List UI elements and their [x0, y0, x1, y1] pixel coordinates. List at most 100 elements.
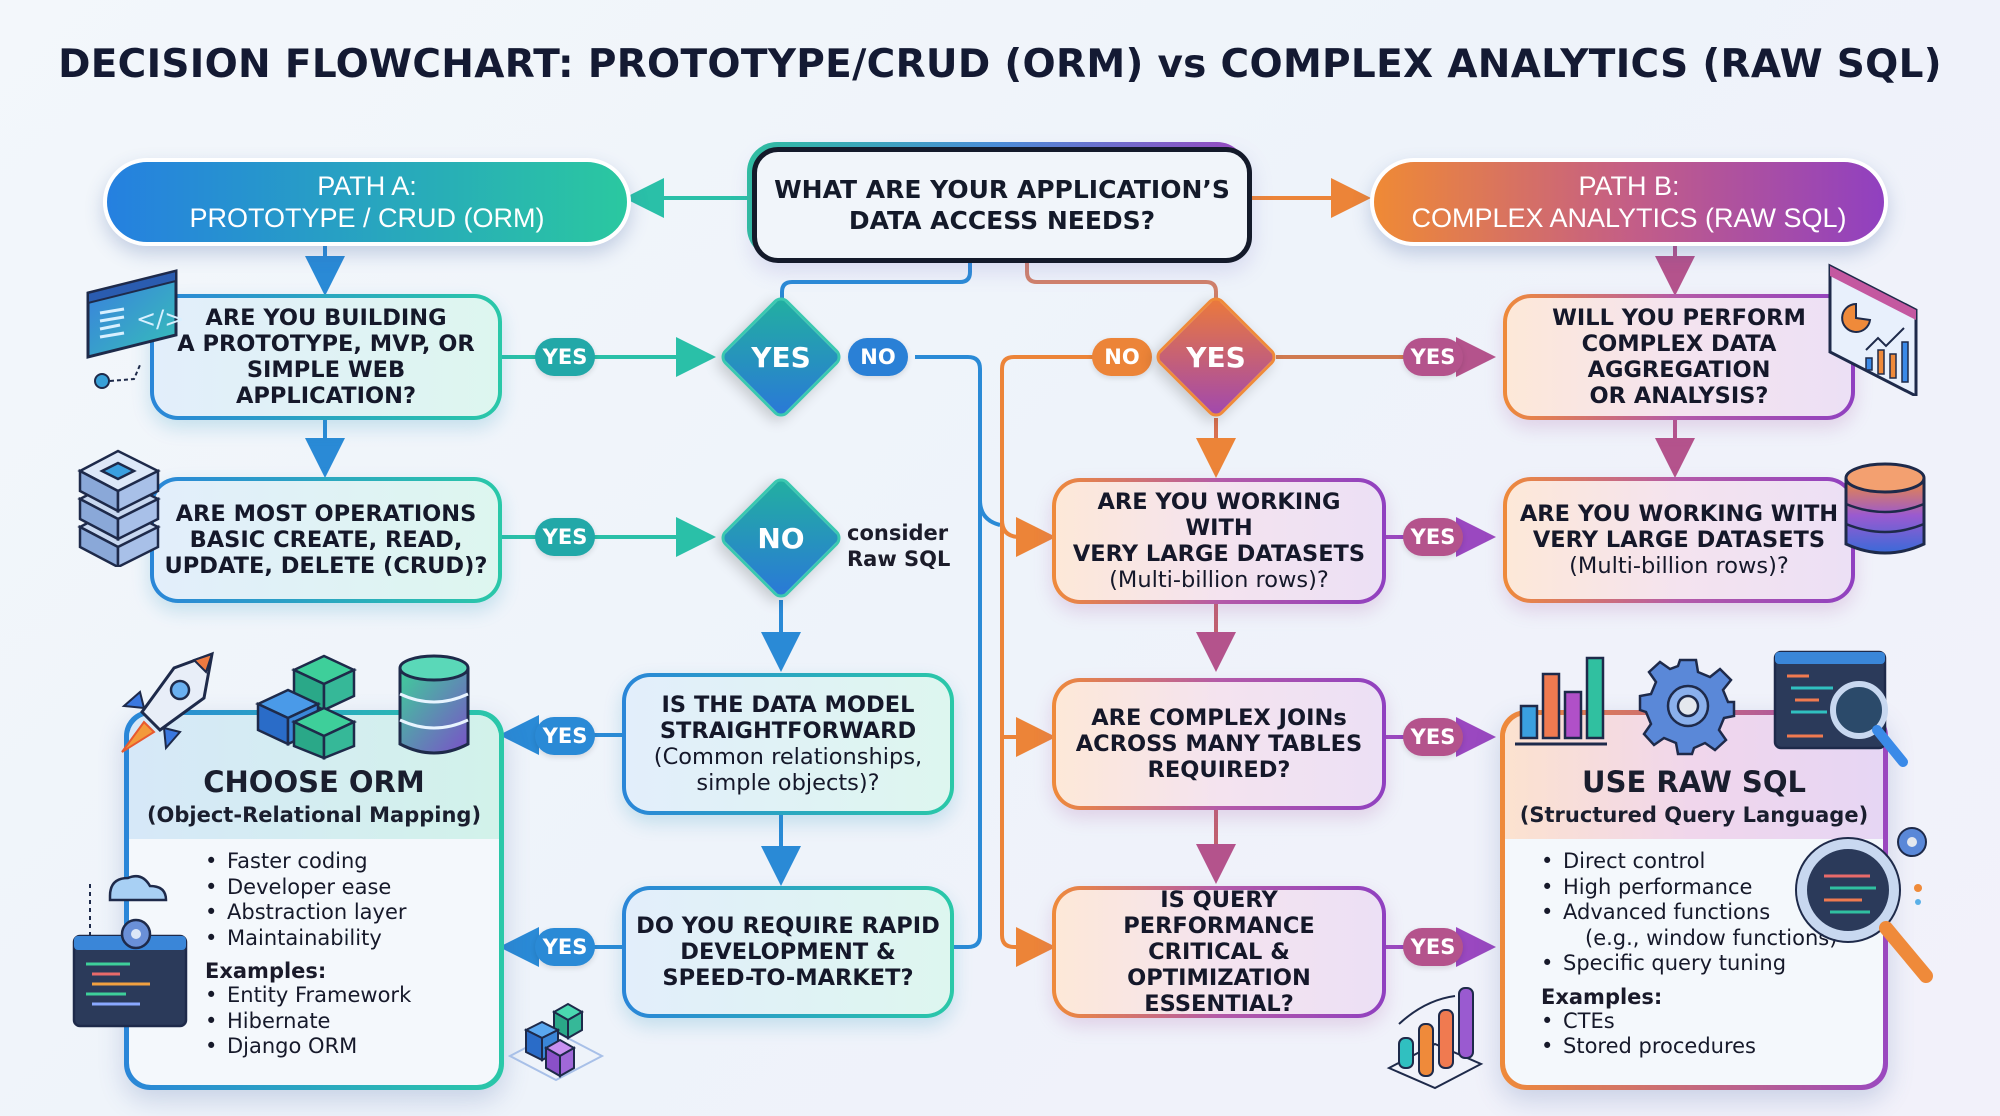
question-query-performance[interactable]: IS QUERY PERFORMANCE CRITICAL & OPTIMIZA… — [1052, 886, 1386, 1018]
example-item: Entity Framework — [205, 983, 499, 1009]
code-window-icon: </> — [86, 269, 184, 389]
example-list: Entity Framework Hibernate Django ORM — [205, 983, 499, 1060]
example-list: CTEs Stored procedures — [1541, 1009, 1883, 1060]
example-item: Hibernate — [205, 1009, 499, 1035]
question-large-datasets-right[interactable]: ARE YOU WORKING WITH VERY LARGE DATASETS… — [1503, 477, 1855, 603]
benefit-item: Faster coding — [205, 849, 499, 875]
path-a-label: PATH A: — [317, 171, 417, 201]
path-b-header[interactable]: PATH B: COMPLEX ANALYTICS (RAW SQL) — [1370, 158, 1888, 246]
svg-text:</>: </> — [136, 305, 184, 333]
examples-label: Examples: — [205, 959, 327, 983]
result-choose-orm[interactable]: CHOOSE ORM (Object-Relational Mapping) F… — [124, 710, 504, 1090]
yes-label: YES — [535, 928, 595, 966]
question-line: STRAIGHTFORWARD — [659, 718, 917, 744]
cloud-gear-code-icon — [72, 875, 188, 1028]
bar-chart-icon — [1515, 656, 1607, 746]
question-line: WILL YOU PERFORM — [1552, 305, 1806, 331]
benefit-list: Faster coding Developer ease Abstraction… — [205, 849, 499, 951]
question-line: ARE MOST OPERATIONS — [175, 501, 477, 527]
question-large-datasets[interactable]: ARE YOU WORKING WITH VERY LARGE DATASETS… — [1052, 478, 1386, 604]
result-title: USE RAW SQL — [1582, 765, 1806, 799]
result-use-raw-sql[interactable]: USE RAW SQL (Structured Query Language) … — [1500, 710, 1888, 1090]
diamond-label: NO — [757, 521, 805, 555]
benefit-list: Direct control High performance Advanced… — [1541, 849, 1883, 977]
question-line: SIMPLE WEB APPLICATION? — [235, 357, 416, 409]
root-question-line-2: DATA ACCESS NEEDS? — [848, 206, 1156, 235]
benefit-item: Direct control — [1541, 849, 1883, 875]
note-line: consider — [847, 521, 949, 545]
question-subline: simple objects)? — [696, 770, 880, 796]
yes-label: YES — [535, 338, 595, 376]
no-label: NO — [1092, 338, 1152, 376]
decision-diamond-no[interactable]: NO — [717, 474, 845, 602]
diamond-label: YES — [751, 340, 811, 374]
building-blocks-icon — [255, 654, 357, 760]
no-label: NO — [848, 338, 908, 376]
question-line: ARE COMPLEX JOINs — [1091, 705, 1347, 731]
question-prototype[interactable]: ARE YOU BUILDING A PROTOTYPE, MVP, OR SI… — [150, 294, 502, 420]
examples-label: Examples: — [1541, 984, 1663, 1009]
question-rapid-development[interactable]: DO YOU REQUIRE RAPID DEVELOPMENT & SPEED… — [622, 886, 954, 1018]
diamond-label: YES — [1186, 340, 1246, 374]
question-subline: (Multi-billion rows)? — [1569, 553, 1789, 579]
root-to-warm-diamond — [1025, 258, 1218, 300]
note-line: Raw SQL — [847, 547, 951, 571]
question-line: VERY LARGE DATASETS — [1072, 541, 1366, 567]
question-line: ESSENTIAL? — [1144, 991, 1294, 1017]
root-to-cool-diamond — [780, 258, 972, 300]
yes-label: YES — [1403, 338, 1463, 376]
question-line: IS THE DATA MODEL — [661, 692, 915, 718]
question-crud[interactable]: ARE MOST OPERATIONS BASIC CREATE, READ, … — [150, 477, 502, 603]
gear-icon — [1638, 658, 1736, 756]
decision-diamond-yes[interactable]: YES — [717, 293, 845, 421]
example-item: Stored procedures — [1541, 1034, 1883, 1060]
question-subline: (Common relationships, — [653, 744, 923, 770]
question-line: REQUIRED? — [1147, 757, 1291, 783]
question-line: ARE YOU WORKING WITH — [1519, 501, 1839, 527]
path-a-header[interactable]: PATH A: PROTOTYPE / CRUD (ORM) — [103, 158, 631, 246]
yes-label: YES — [1403, 928, 1463, 966]
question-line: VERY LARGE DATASETS — [1532, 527, 1826, 553]
root-question-line-1: WHAT ARE YOUR APPLICATION’S — [774, 175, 1230, 204]
question-line: UPDATE, DELETE (CRUD)? — [164, 553, 488, 579]
question-data-model[interactable]: IS THE DATA MODEL STRAIGHTFORWARD (Commo… — [622, 673, 954, 815]
example-item: CTEs — [1541, 1009, 1883, 1035]
yes-label: YES — [1403, 718, 1463, 756]
page-title: DECISION FLOWCHART: PROTOTYPE/CRUD (ORM)… — [58, 42, 1942, 87]
benefit-item: Specific query tuning — [1541, 951, 1883, 977]
question-line: COMPLEX DATA AGGREGATION — [1581, 331, 1777, 383]
analytics-dashboard-icon — [1828, 263, 1918, 396]
yes-label: YES — [535, 518, 595, 556]
example-item: Django ORM — [205, 1034, 499, 1060]
benefit-item: Advanced functions — [1541, 900, 1883, 926]
question-line: BASIC CREATE, READ, — [189, 527, 463, 553]
decision-diamond-warm-yes[interactable]: YES — [1152, 293, 1280, 421]
question-aggregation[interactable]: WILL YOU PERFORM COMPLEX DATA AGGREGATIO… — [1503, 294, 1855, 420]
benefit-item: Developer ease — [205, 875, 499, 901]
question-line: DEVELOPMENT & — [680, 939, 896, 965]
result-title: CHOOSE ORM — [203, 765, 425, 799]
server-stack-icon — [77, 449, 161, 567]
benefit-item: Maintainability — [205, 926, 499, 952]
growth-chart-icon — [1386, 987, 1484, 1090]
path-b-label: PATH B: — [1578, 171, 1680, 201]
question-line: CRITICAL & OPTIMIZATION — [1127, 939, 1311, 991]
result-subtitle: (Structured Query Language) — [1519, 803, 1869, 827]
question-line: OR ANALYSIS? — [1589, 383, 1769, 409]
question-line: A PROTOTYPE, MVP, OR — [177, 331, 475, 357]
database-icon — [1844, 462, 1926, 555]
path-b-title: COMPLEX ANALYTICS (RAW SQL) — [1411, 203, 1847, 233]
question-line: SPEED-TO-MARKET? — [662, 965, 914, 991]
root-question[interactable]: WHAT ARE YOUR APPLICATION’S DATA ACCESS … — [752, 147, 1252, 263]
benefit-item: High performance — [1541, 875, 1883, 901]
benefit-item: Abstraction layer — [205, 900, 499, 926]
question-subline: (Multi-billion rows)? — [1109, 567, 1329, 593]
question-complex-joins[interactable]: ARE COMPLEX JOINs ACROSS MANY TABLES REQ… — [1052, 678, 1386, 810]
path-a-title: PROTOTYPE / CRUD (ORM) — [189, 203, 545, 233]
yes-label: YES — [535, 717, 595, 755]
benefit-continuation: (e.g., window functions) — [1585, 925, 1838, 950]
magnifier-icon — [1795, 827, 1933, 983]
result-subtitle: (Object-Relational Mapping) — [146, 803, 482, 827]
code-search-icon — [1773, 650, 1908, 767]
question-line: ACROSS MANY TABLES — [1075, 731, 1363, 757]
